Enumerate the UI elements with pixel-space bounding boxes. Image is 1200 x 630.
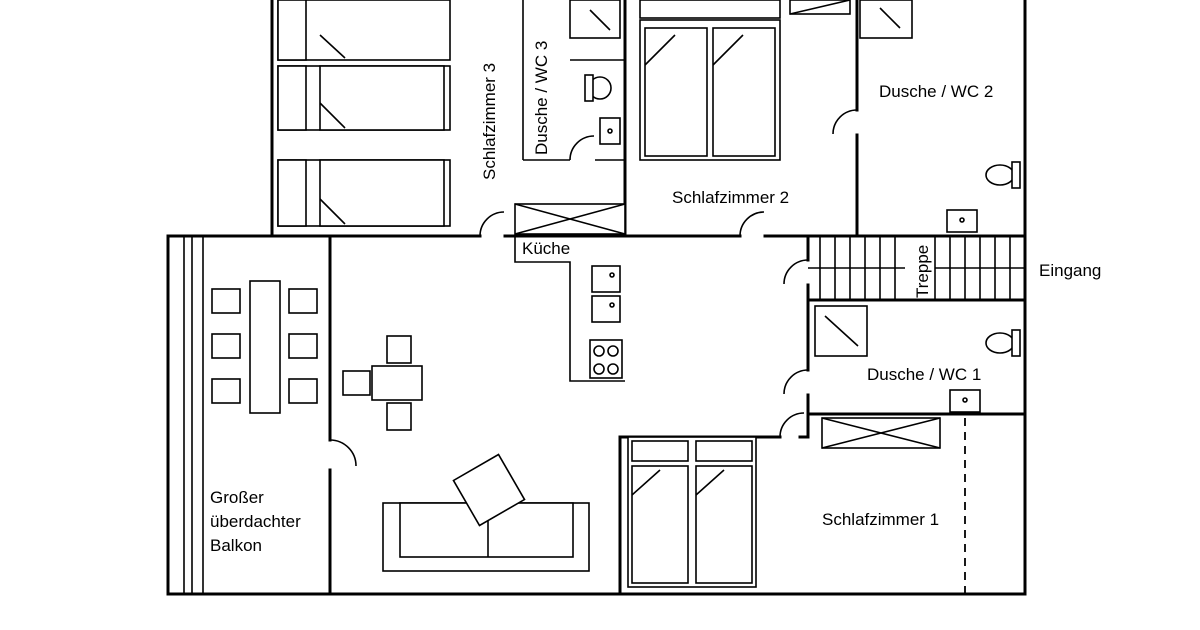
doors xyxy=(329,109,858,467)
label-treppe: Treppe xyxy=(913,245,932,298)
bedroom-2-furniture xyxy=(639,0,851,161)
room-labels: Schlafzimmer 3 Dusche / WC 3 Dusche / WC… xyxy=(210,41,1101,555)
wc2-fixtures xyxy=(859,0,1021,233)
balcony-dining-set xyxy=(211,280,318,414)
label-balkon-line-3: Balkon xyxy=(210,536,262,555)
kitchen xyxy=(514,203,626,382)
balcony-rail xyxy=(183,236,204,594)
sofa xyxy=(382,453,590,572)
label-schlafzimmer-2: Schlafzimmer 2 xyxy=(672,188,789,207)
wc3-fixtures xyxy=(569,0,621,145)
label-balkon-line-1: Großer xyxy=(210,488,264,507)
label-kueche: Küche xyxy=(522,239,570,258)
label-eingang: Eingang xyxy=(1039,261,1101,280)
label-dusche-wc-2: Dusche / WC 2 xyxy=(879,82,993,101)
walls xyxy=(166,0,1027,596)
label-dusche-wc-3: Dusche / WC 3 xyxy=(532,41,551,155)
label-schlafzimmer-1: Schlafzimmer 1 xyxy=(822,510,939,529)
bedroom-3-beds xyxy=(277,0,451,227)
stairs xyxy=(808,236,1025,300)
label-schlafzimmer-3: Schlafzimmer 3 xyxy=(480,63,499,180)
label-dusche-wc-1: Dusche / WC 1 xyxy=(867,365,981,384)
bedroom-1-furniture xyxy=(627,417,966,594)
wc1-fixtures xyxy=(814,305,1021,413)
dining-table xyxy=(342,335,423,431)
label-balkon-line-2: überdachter xyxy=(210,512,301,531)
